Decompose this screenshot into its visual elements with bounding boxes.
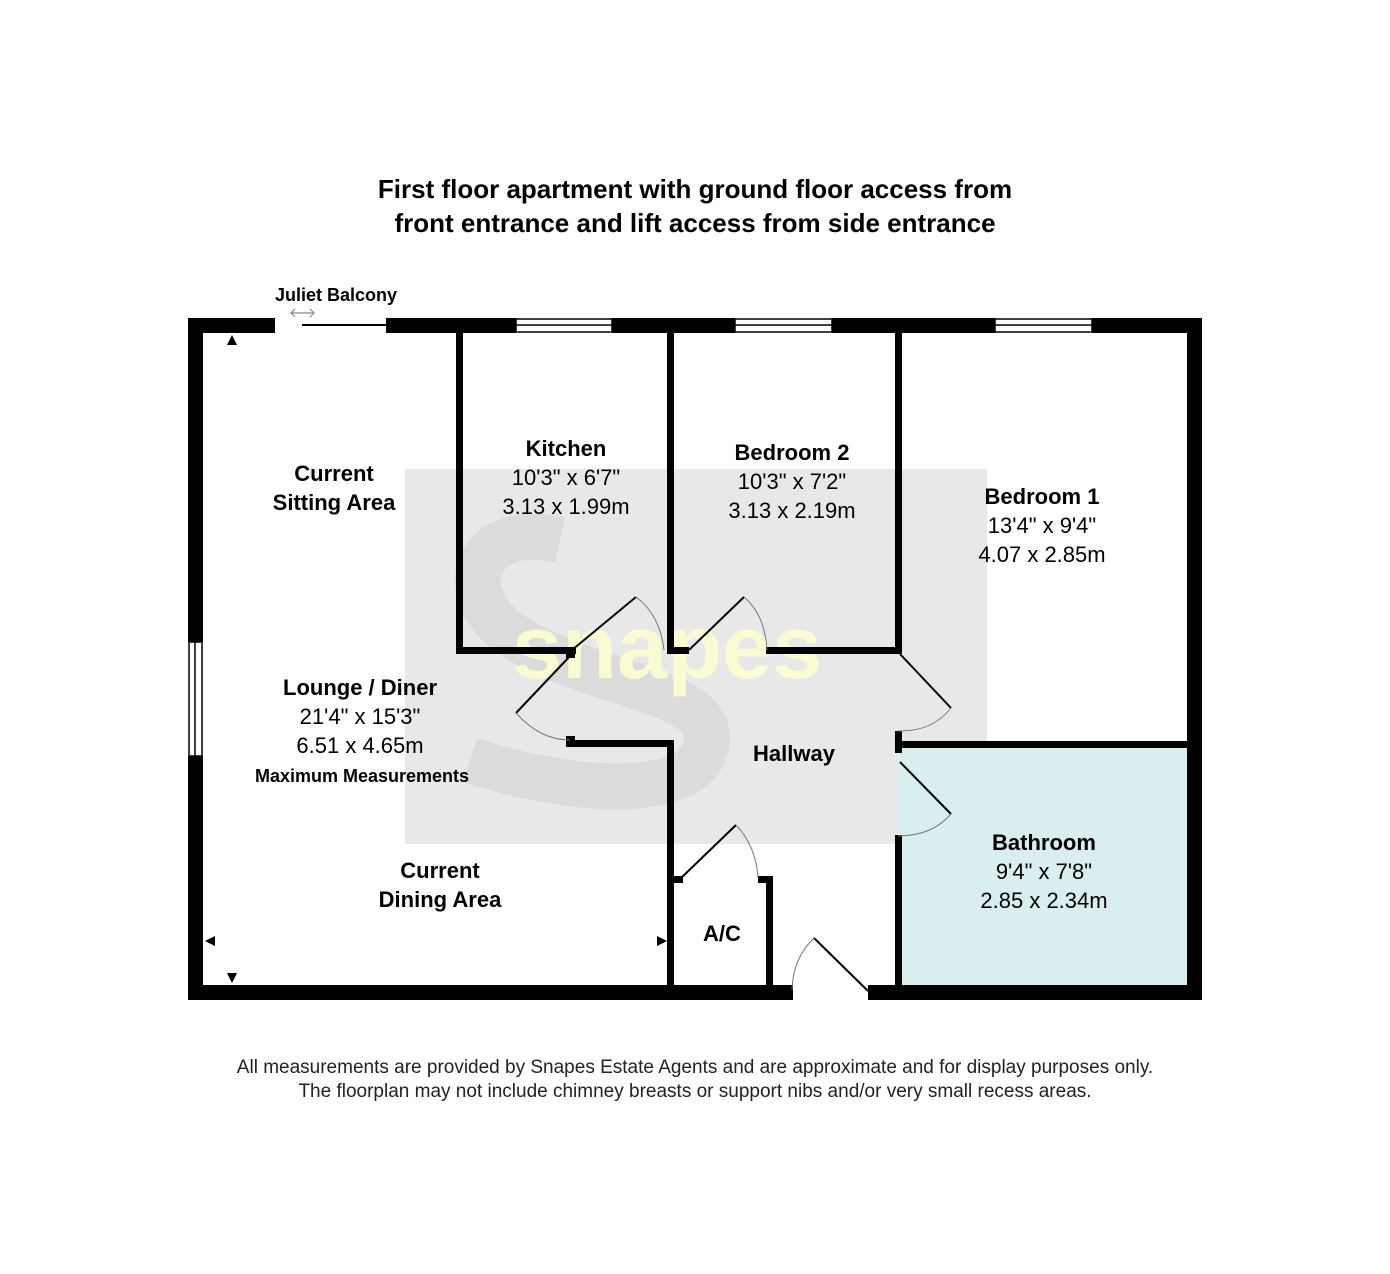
disclaimer-line-2: The floorplan may not include chimney br… xyxy=(298,1081,1092,1102)
kitchen-label: Kitchen 10'3" x 6'7" 3.13 x 1.99m xyxy=(466,434,666,521)
windows xyxy=(188,318,1093,757)
lounge-imperial: 21'4" x 15'3" xyxy=(299,704,421,729)
interior-walls xyxy=(456,330,1190,990)
sitting-area-label: Current Sitting Area xyxy=(234,459,434,517)
bedroom-2-name: Bedroom 2 xyxy=(734,440,850,465)
juliet-balcony-door xyxy=(290,308,386,326)
lounge-label: Lounge / Diner 21'4" x 15'3" 6.51 x 4.65… xyxy=(210,673,510,760)
bedroom-1-imperial: 13'4" x 9'4" xyxy=(987,513,1097,538)
title-line-1: First floor apartment with ground floor … xyxy=(377,174,1013,204)
kitchen-metric: 3.13 x 1.99m xyxy=(502,494,630,519)
bathroom-metric: 2.85 x 2.34m xyxy=(980,888,1108,913)
disclaimer-line-1: All measurements are provided by Snapes … xyxy=(236,1057,1154,1078)
watermark-logo-s xyxy=(455,513,730,810)
bedroom-2-imperial: 10'3" x 7'2" xyxy=(737,469,847,494)
hallway-label: Hallway xyxy=(753,741,835,766)
disclaimer: All measurements are provided by Snapes … xyxy=(0,1056,1390,1104)
kitchen-imperial: 10'3" x 6'7" xyxy=(511,465,621,490)
sitting-area-line-2: Sitting Area xyxy=(272,490,396,515)
bedroom-1-name: Bedroom 1 xyxy=(984,484,1100,509)
measurement-markers xyxy=(205,335,667,983)
bathroom-imperial: 9'4" x 7'8" xyxy=(995,859,1093,884)
bedroom-1-label: Bedroom 1 13'4" x 9'4" 4.07 x 2.85m xyxy=(942,482,1142,569)
kitchen-name: Kitchen xyxy=(525,436,607,461)
bathroom-label: Bathroom 9'4" x 7'8" 2.85 x 2.34m xyxy=(944,828,1144,915)
ac-label: A/C xyxy=(703,921,741,946)
dining-area-line-1: Current xyxy=(400,858,480,883)
bedroom-2-label: Bedroom 2 10'3" x 7'2" 3.13 x 2.19m xyxy=(692,438,892,525)
lounge-name: Lounge / Diner xyxy=(283,675,437,700)
lounge-note: Maximum Measurements xyxy=(254,766,470,786)
juliet-balcony-label: Juliet Balcony xyxy=(274,285,398,305)
outer-walls xyxy=(188,318,1202,1000)
title-line-2: front entrance and lift access from side… xyxy=(394,208,996,238)
bedroom-2-metric: 3.13 x 2.19m xyxy=(728,498,856,523)
lounge-metric: 6.51 x 4.65m xyxy=(296,733,424,758)
plan-title: First floor apartment with ground floor … xyxy=(0,172,1390,240)
sitting-area-line-1: Current xyxy=(294,461,374,486)
door-swings xyxy=(515,596,952,992)
bathroom-name: Bathroom xyxy=(992,830,1096,855)
dining-area-line-2: Dining Area xyxy=(378,887,502,912)
dining-area-label: Current Dining Area xyxy=(340,856,540,914)
bathroom-fill xyxy=(898,745,1190,985)
bedroom-1-metric: 4.07 x 2.85m xyxy=(978,542,1106,567)
